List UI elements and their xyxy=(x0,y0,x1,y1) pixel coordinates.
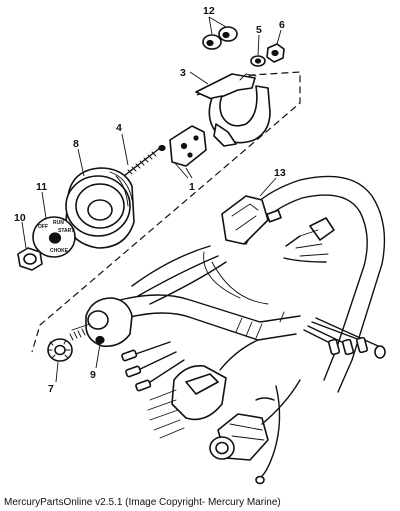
part-9-ignition-switch xyxy=(69,297,133,369)
callout-5: 5 xyxy=(256,24,262,36)
callout-9: 9 xyxy=(90,369,96,381)
decal-word-start: START xyxy=(58,228,74,234)
part-4-stud xyxy=(121,133,166,177)
decal-word-off: OFF xyxy=(38,224,48,230)
decal-word-run: RUN xyxy=(53,220,64,226)
callout-7: 7 xyxy=(48,383,54,395)
part-13-wiring-harness xyxy=(119,175,386,393)
callout-11: 11 xyxy=(36,181,47,193)
callout-6: 6 xyxy=(279,19,285,31)
part-8-switch-housing xyxy=(65,148,135,249)
part-12-screws xyxy=(202,16,238,50)
callout-1: 1 xyxy=(189,181,195,193)
callout-3: 3 xyxy=(180,67,186,79)
copyright-caption: MercuryPartsOnline v2.5.1 (Image Copyrig… xyxy=(4,497,281,508)
harness-lower-connectors xyxy=(121,317,386,485)
part-10-nut xyxy=(17,221,43,271)
decal-word-choke: CHOKE xyxy=(50,248,69,254)
part-11-decal: OFF RUN START CHOKE xyxy=(32,191,76,258)
callout-12: 12 xyxy=(203,5,215,17)
callout-10: 10 xyxy=(14,212,26,224)
callout-4: 4 xyxy=(116,122,122,134)
part-3-retainer xyxy=(189,71,271,147)
part-5-washer xyxy=(250,34,266,67)
callout-8: 8 xyxy=(73,138,79,150)
part-6-nut xyxy=(266,29,285,63)
part-7-lock-washer xyxy=(47,338,73,383)
callout-13: 13 xyxy=(274,167,286,179)
part-1-terminal-plate xyxy=(169,125,207,179)
